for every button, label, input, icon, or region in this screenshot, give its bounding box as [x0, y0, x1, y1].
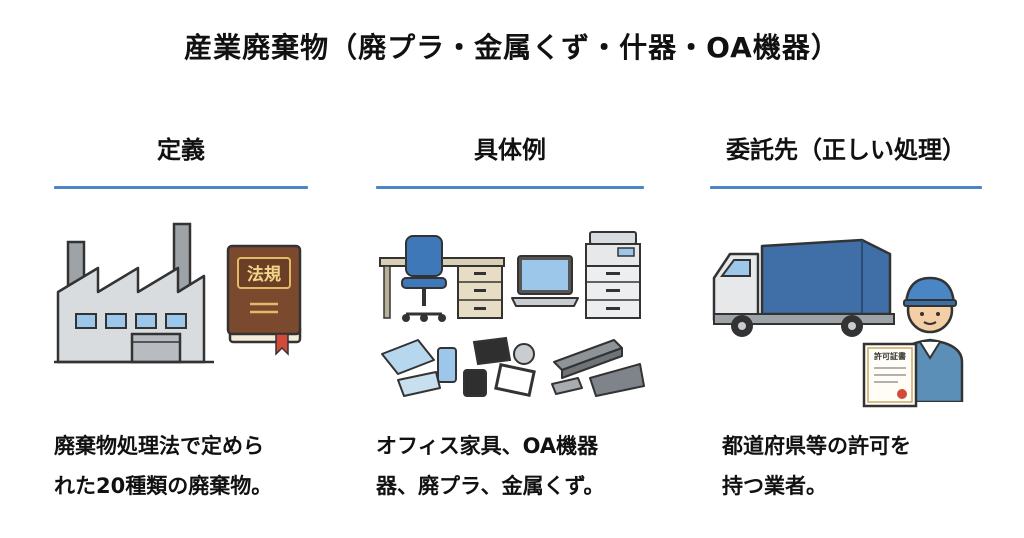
- law-book-icon: 法規: [226, 244, 302, 356]
- column-divider: [376, 186, 644, 189]
- garbage-truck-icon: [712, 238, 895, 337]
- factory-icon: [54, 222, 214, 364]
- column-heading-examples: 具体例: [474, 136, 546, 164]
- office-chair-icon: [401, 235, 447, 322]
- column-heading-contractor: 委託先（正しい処理）: [726, 136, 966, 164]
- column-examples: 具体例: [376, 128, 644, 189]
- metal-scrap-icon: [551, 339, 645, 397]
- column-contractor: 委託先（正しい処理）: [710, 128, 982, 189]
- copier-icon: [585, 231, 641, 319]
- permit-certificate-icon: 許可証書: [862, 342, 918, 408]
- caption-line: 都道府県等の許可を: [722, 434, 911, 458]
- caption-line: 廃棄物処理法で定めら: [54, 434, 264, 458]
- column-divider: [710, 186, 982, 189]
- plastic-scrap-icon: [381, 336, 536, 398]
- column-heading-definition: 定義: [157, 136, 205, 164]
- column-divider: [54, 186, 308, 189]
- caption-examples: オフィス家具、OA機器 器、廃プラ、金属くず。: [376, 426, 656, 506]
- caption-line: 器、廃プラ、金属くず。: [376, 474, 605, 498]
- book-label: 法規: [247, 264, 281, 285]
- caption-line: れた20種類の廃棄物。: [54, 474, 273, 498]
- caption-contractor: 都道府県等の許可を 持つ業者。: [722, 426, 982, 506]
- column-definition: 定義: [54, 128, 308, 189]
- caption-definition: 廃棄物処理法で定めら れた20種類の廃棄物。: [54, 426, 316, 506]
- certificate-label: 許可証書: [874, 351, 906, 361]
- caption-line: 持つ業者。: [722, 474, 827, 498]
- laptop-icon: [511, 255, 579, 307]
- caption-line: オフィス家具、OA機器: [376, 434, 599, 458]
- page-title: 産業廃棄物（廃プラ・金属くず・什器・OA機器）: [184, 31, 840, 64]
